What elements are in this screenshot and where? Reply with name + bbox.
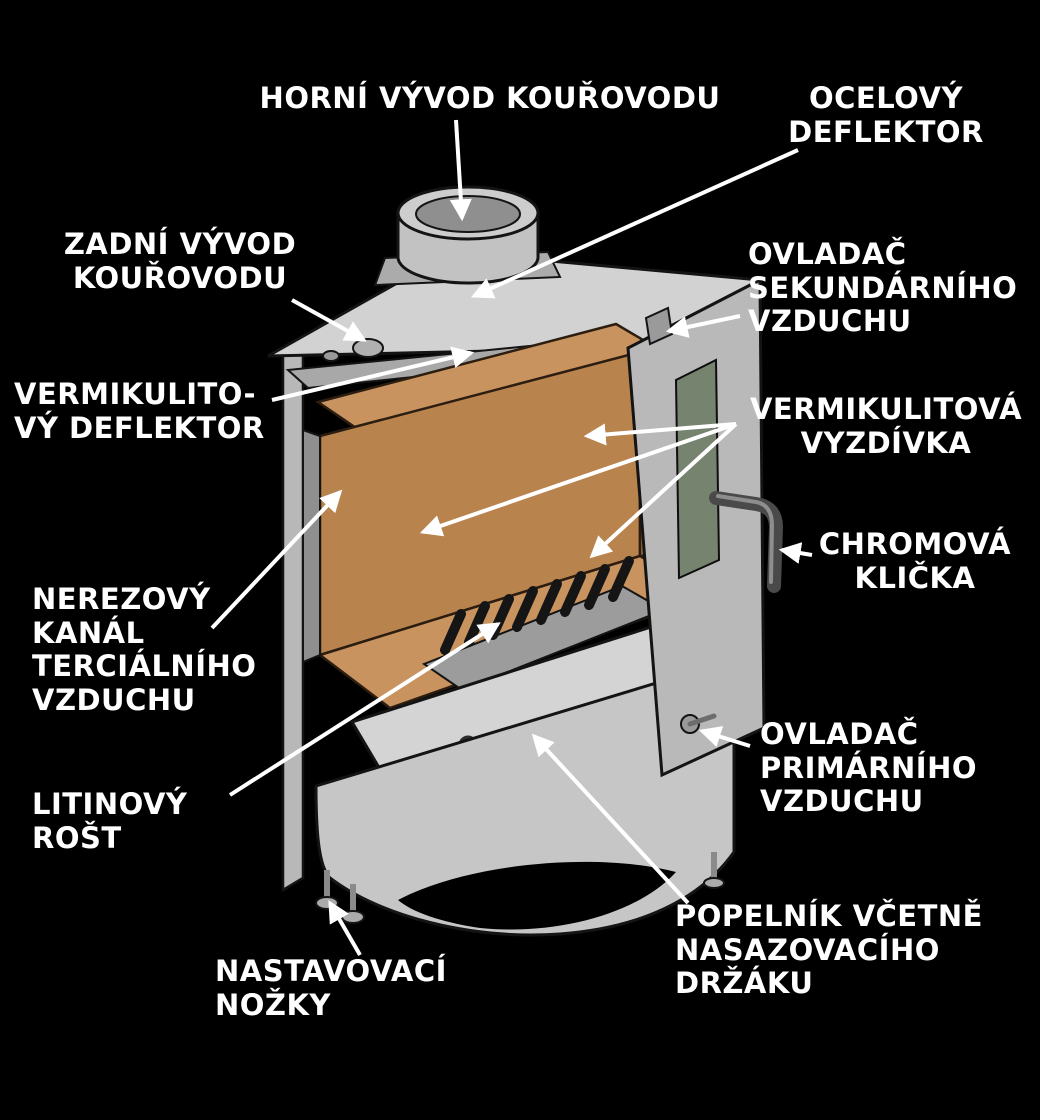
arrow-zadni-vyvod <box>291 298 367 342</box>
label-vermikulitova-vyzdivka: VERMIKULITOVÁ VYZDÍVKA <box>749 392 1023 460</box>
arrow-ocelovy-deflektor <box>470 148 799 299</box>
tertiary-air-channel <box>302 428 321 664</box>
label-nastavovaci-nozky: NASTAVOVACÍ NOŽKY <box>215 954 447 1022</box>
stove-body <box>267 185 784 937</box>
label-vermikulitovy-deflektor: VERMIKULITO- VÝ DEFLEKTOR <box>14 377 265 445</box>
arrow-vermikulitovy-deflektor <box>271 346 475 402</box>
door-glass <box>674 358 721 580</box>
label-ovladac-sekundarniho: OVLADAČ SEKUNDÁRNÍHO VZDUCHU <box>748 237 1018 339</box>
rear-flue-hinge <box>322 350 340 362</box>
flue-collar-opening <box>415 195 521 233</box>
arrow-litinovy-rost <box>228 622 501 797</box>
arrow-vyzdivka-1 <box>583 422 737 446</box>
left-cut-wall <box>281 339 305 893</box>
callout-arrows <box>210 119 813 956</box>
arrow-vyzdivka-3 <box>589 422 738 559</box>
label-horni-vyvod-kourovodu: HORNÍ VÝVOD KOUŘOVODU <box>259 81 721 115</box>
arrow-chromova-klicka <box>778 542 813 564</box>
arrow-horni-vyvod <box>449 119 472 222</box>
label-ocelovy-deflektor: OCELOVÝ DEFLEKTOR <box>788 81 984 149</box>
primary-air-lever <box>687 713 717 727</box>
label-zadni-vyvod-kourovodu: ZADNÍ VÝVOD KOUŘOVODU <box>63 227 297 295</box>
arrow-ovladac-primarniho <box>698 726 751 748</box>
label-ovladac-primarniho: OVLADAČ PRIMÁRNÍHO VZDUCHU <box>760 717 977 819</box>
base-arch-cutout <box>398 861 676 930</box>
label-popelnik: POPELNÍK VČETNĚ NASAZOVACÍHO DRŽÁKU <box>675 899 983 1001</box>
arrow-ovladac-sekundarniho <box>665 314 741 338</box>
arrow-nerezovy-kanal <box>210 489 343 630</box>
arrow-vyzdivka-2 <box>419 422 737 537</box>
arrow-popelnik <box>531 733 690 905</box>
label-chromova-klicka: CHROMOVÁ KLIČKA <box>818 527 1012 595</box>
rear-flue-outlet <box>352 338 384 358</box>
label-litinovy-rost: LITINOVÝ ROŠT <box>32 787 188 855</box>
label-nerezovy-kanal: NEREZOVÝ KANÁL TERCIÁLNÍHO VZDUCHU <box>32 582 257 717</box>
chrome-handle-highlight <box>716 494 775 584</box>
arrow-nastavovaci-nozky <box>328 900 362 956</box>
